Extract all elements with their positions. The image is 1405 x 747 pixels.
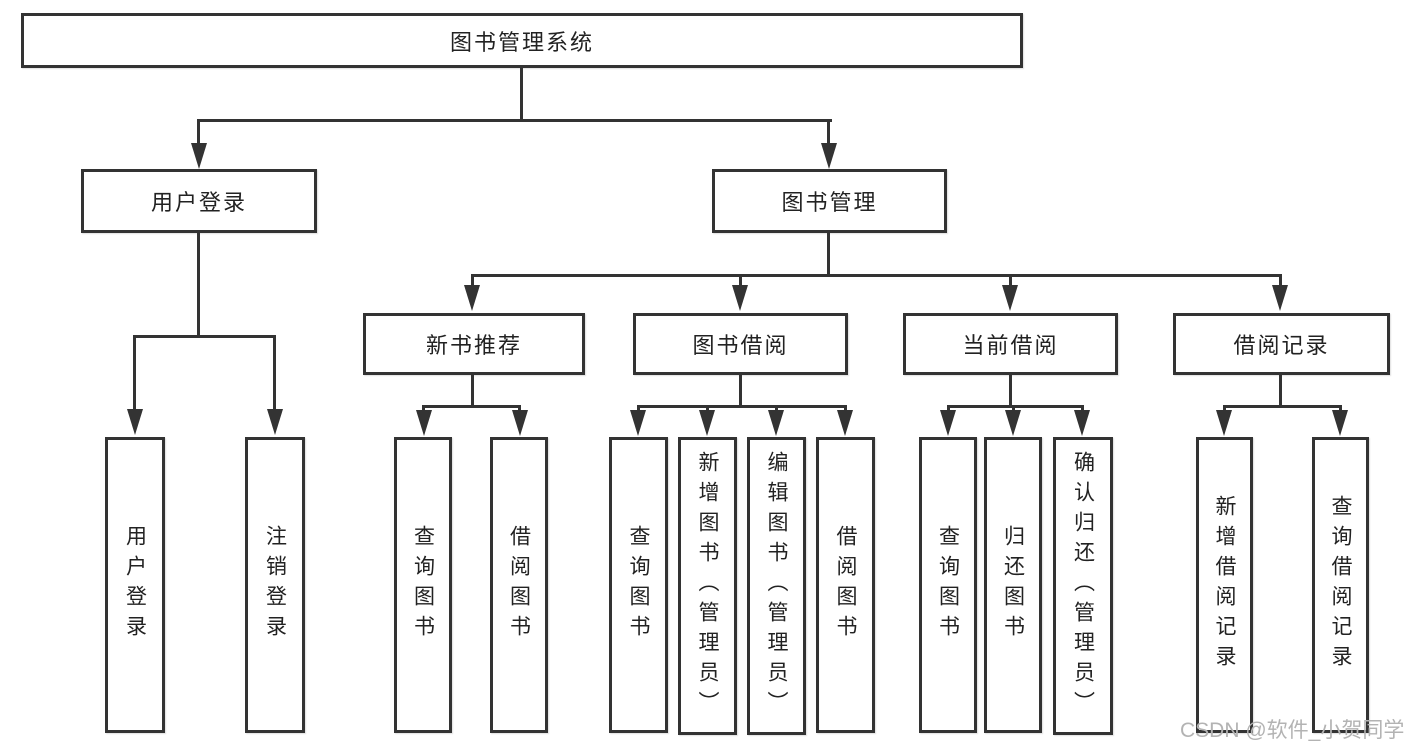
leaf-edit-books-admin-label: 编辑图书（管理员）	[765, 451, 788, 721]
connector-line	[471, 274, 1282, 277]
node-book-management-label: 图书管理	[781, 190, 878, 215]
connector-line	[197, 231, 200, 337]
leaf-current-query-books-label: 查询图书	[936, 525, 960, 645]
arrow-down-icon	[1216, 410, 1232, 436]
watermark-label: CSDN @软件_小贺同学	[1180, 719, 1405, 742]
leaf-logout-label: 注销登录	[263, 525, 287, 645]
leaf-add-books-admin-label: 新增图书（管理员）	[696, 451, 719, 721]
leaf-confirm-return-admin: 确认归还（管理员）	[1053, 437, 1113, 735]
connector-line	[1223, 405, 1341, 408]
leaf-user-login: 用户登录	[105, 437, 165, 733]
leaf-recommend-borrow-books-label: 借阅图书	[507, 525, 531, 645]
node-root-label: 图书管理系统	[449, 29, 594, 55]
node-user-login: 用户登录	[81, 169, 317, 233]
connector-line	[739, 274, 742, 288]
arrow-down-icon	[464, 285, 480, 311]
node-new-book-recommend: 新书推荐	[363, 313, 585, 375]
arrow-down-icon	[732, 285, 748, 311]
node-book-borrow-label: 图书借阅	[692, 333, 789, 358]
node-new-book-recommend-label: 新书推荐	[425, 333, 522, 358]
arrow-down-icon	[821, 143, 837, 169]
leaf-confirm-return-admin-label: 确认归还（管理员）	[1071, 451, 1095, 721]
arrow-down-icon	[1002, 285, 1018, 311]
watermark: CSDN @软件_小贺同学	[1180, 714, 1404, 744]
connector-line	[637, 405, 846, 408]
arrow-down-icon	[512, 410, 528, 436]
leaf-add-books-admin: 新增图书（管理员）	[678, 437, 737, 735]
leaf-return-books: 归还图书	[984, 437, 1042, 733]
node-borrow-record-label: 借阅记录	[1233, 333, 1330, 358]
arrow-down-icon	[940, 410, 956, 436]
leaf-query-borrow-record: 查询借阅记录	[1312, 437, 1369, 733]
connector-line	[739, 373, 742, 407]
node-book-borrow: 图书借阅	[633, 313, 848, 375]
arrow-down-icon	[1272, 285, 1288, 311]
arrow-down-icon	[267, 409, 283, 435]
leaf-borrow-books-label: 借阅图书	[834, 525, 857, 645]
leaf-borrow-query-books: 查询图书	[609, 437, 668, 733]
connector-line	[471, 274, 474, 288]
connector-line	[471, 373, 474, 407]
arrow-down-icon	[1332, 410, 1348, 436]
arrow-down-icon	[416, 410, 432, 436]
connector-line	[1279, 373, 1282, 407]
node-borrow-record: 借阅记录	[1173, 313, 1390, 375]
connector-line	[273, 335, 276, 413]
arrow-down-icon	[630, 410, 646, 436]
node-root: 图书管理系统	[21, 13, 1023, 68]
leaf-current-query-books: 查询图书	[919, 437, 977, 733]
connector-line	[1009, 373, 1012, 407]
connector-line	[1279, 274, 1282, 288]
connector-line	[520, 66, 523, 121]
leaf-borrow-query-books-label: 查询图书	[627, 525, 650, 645]
connector-line	[1009, 274, 1012, 288]
connector-line	[197, 119, 832, 122]
leaf-return-books-label: 归还图书	[1001, 525, 1025, 645]
connector-line	[133, 335, 136, 413]
leaf-recommend-query-books-label: 查询图书	[411, 525, 435, 645]
node-current-borrow-label: 当前借阅	[962, 333, 1059, 358]
arrow-down-icon	[1074, 410, 1090, 436]
leaf-logout: 注销登录	[245, 437, 305, 733]
arrow-down-icon	[191, 143, 207, 169]
leaf-recommend-borrow-books: 借阅图书	[490, 437, 548, 733]
node-user-login-label: 用户登录	[150, 190, 247, 215]
leaf-add-borrow-record: 新增借阅记录	[1196, 437, 1253, 733]
connector-line	[197, 119, 200, 149]
arrow-down-icon	[768, 410, 784, 436]
arrow-down-icon	[1005, 410, 1021, 436]
connector-line	[133, 335, 276, 338]
leaf-borrow-books: 借阅图书	[816, 437, 875, 733]
node-current-borrow: 当前借阅	[903, 313, 1118, 375]
arrow-down-icon	[127, 409, 143, 435]
leaf-query-borrow-record-label: 查询借阅记录	[1329, 495, 1352, 675]
connector-line	[422, 405, 521, 408]
leaf-recommend-query-books: 查询图书	[394, 437, 452, 733]
arrow-down-icon	[699, 410, 715, 436]
connector-line	[827, 119, 830, 149]
node-book-management: 图书管理	[712, 169, 947, 233]
arrow-down-icon	[837, 410, 853, 436]
connector-line	[827, 231, 830, 276]
leaf-edit-books-admin: 编辑图书（管理员）	[747, 437, 806, 735]
leaf-user-login-label: 用户登录	[123, 525, 147, 645]
leaf-add-borrow-record-label: 新增借阅记录	[1213, 495, 1236, 675]
